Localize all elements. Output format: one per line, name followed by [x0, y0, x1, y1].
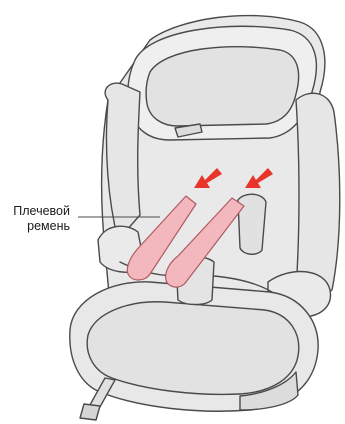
harness-adjuster-tab	[80, 404, 100, 420]
headrest-inner	[146, 47, 299, 126]
shoulder-strap-label-line2: ремень	[27, 219, 70, 234]
seat-cushion-front	[87, 302, 299, 395]
chest-pad	[238, 194, 266, 254]
right-side-wing	[296, 93, 340, 297]
shoulder-strap-label-line1: Плечевой	[13, 204, 70, 219]
